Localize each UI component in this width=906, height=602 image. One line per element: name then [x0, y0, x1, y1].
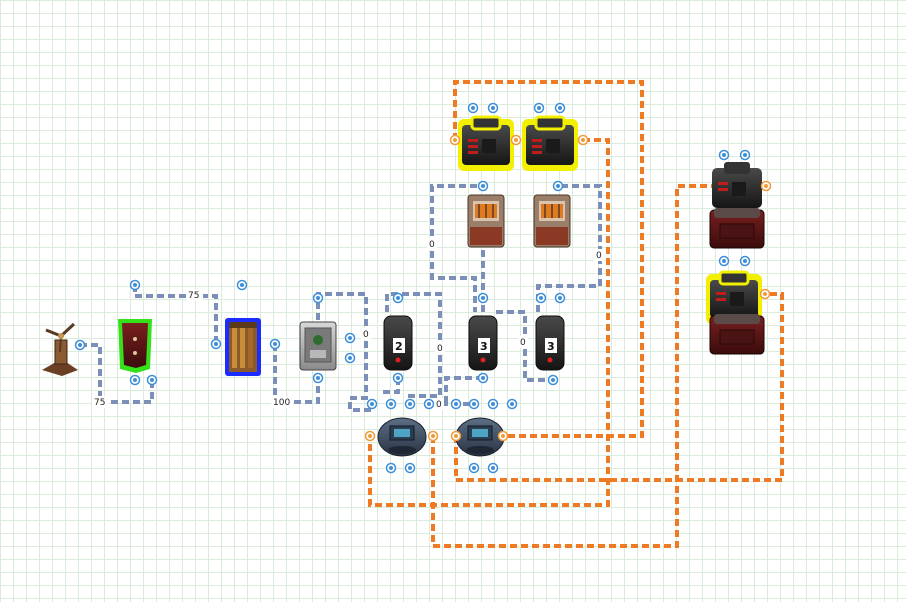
power-wire [496, 310, 553, 382]
furnace-icon[interactable] [533, 194, 571, 248]
power-wire [444, 376, 483, 404]
combiner-icon[interactable] [377, 417, 427, 457]
branch-icon[interactable]: 2 [383, 315, 413, 371]
io-ports [74, 102, 772, 474]
wire-label: 0 [429, 240, 435, 250]
port-dot [581, 138, 585, 142]
wire-label: 75 [188, 291, 199, 301]
port-dot [491, 106, 495, 110]
furnace-icon[interactable] [467, 194, 505, 248]
port-dot [348, 336, 352, 340]
port-dot [764, 184, 768, 188]
power-wires [80, 184, 602, 412]
port-dot [396, 376, 400, 380]
combiner-icon[interactable] [455, 417, 505, 457]
splitter-icon[interactable] [299, 321, 337, 371]
port-dot [78, 343, 82, 347]
heater-icon[interactable] [522, 115, 578, 171]
port-dot [481, 184, 485, 188]
port-dot [454, 434, 458, 438]
port-dot [408, 466, 412, 470]
port-dot [472, 402, 476, 406]
port-dot [539, 296, 543, 300]
switch-icon[interactable] [118, 319, 152, 373]
branch-value: 2 [395, 340, 403, 353]
port-dot [471, 106, 475, 110]
port-dot [551, 378, 555, 382]
power-wire [273, 344, 320, 404]
port-dot [491, 402, 495, 406]
port-dot [558, 296, 562, 300]
port-dot [240, 283, 244, 287]
branch-value: 3 [547, 340, 555, 353]
port-dot [431, 434, 435, 438]
port-dot [273, 342, 277, 346]
power-wire [316, 292, 374, 412]
heater-icon[interactable] [712, 162, 762, 208]
wire-label: 0 [520, 338, 526, 348]
branch-value: 3 [480, 340, 488, 353]
port-dot [214, 342, 218, 346]
wire-label: 75 [94, 398, 105, 408]
port-dot [722, 153, 726, 157]
fluid-wires [368, 80, 784, 548]
port-dot [510, 402, 514, 406]
port-dot [150, 378, 154, 382]
port-dot [491, 466, 495, 470]
windmill-icon[interactable] [42, 322, 78, 376]
branch-icon[interactable]: 3 [468, 315, 498, 371]
power-wire [133, 285, 218, 344]
storage-box-icon[interactable] [709, 208, 765, 249]
branch-icon[interactable]: 3 [535, 315, 565, 371]
port-dot [454, 402, 458, 406]
wire-label: 0 [436, 400, 442, 410]
wire-label: 0 [596, 251, 602, 261]
port-dot [389, 402, 393, 406]
wire-label: 100 [273, 398, 290, 408]
port-dot [537, 106, 541, 110]
battery-icon[interactable] [225, 318, 261, 376]
port-dot [722, 259, 726, 263]
port-dot [133, 283, 137, 287]
port-dot [453, 138, 457, 142]
port-dot [348, 356, 352, 360]
heater-icon[interactable] [458, 115, 514, 171]
port-dot [370, 402, 374, 406]
port-dot [427, 402, 431, 406]
wire-label: 0 [363, 330, 369, 340]
wire-labels: 75 75 100 0 0 0 0 0 0 [92, 238, 604, 410]
fluid-wire [368, 138, 610, 507]
heater-icon[interactable] [706, 270, 762, 324]
port-dot [743, 153, 747, 157]
fluid-wire [454, 292, 784, 482]
port-dot [481, 376, 485, 380]
wire-label: 0 [437, 344, 443, 354]
port-dot [389, 466, 393, 470]
fluid-wire [431, 184, 712, 548]
port-dot [514, 138, 518, 142]
port-dot [316, 296, 320, 300]
port-dot [558, 106, 562, 110]
fluid-wire [453, 80, 644, 438]
port-dot [368, 434, 372, 438]
port-dot [481, 296, 485, 300]
storage-box-icon[interactable] [709, 314, 765, 355]
port-dot [763, 292, 767, 296]
port-dot [396, 296, 400, 300]
port-dot [472, 466, 476, 470]
port-dot [743, 259, 747, 263]
port-dot [556, 184, 560, 188]
port-dot [501, 434, 505, 438]
port-dot [408, 402, 412, 406]
port-dot [316, 376, 320, 380]
port-dot [133, 378, 137, 382]
